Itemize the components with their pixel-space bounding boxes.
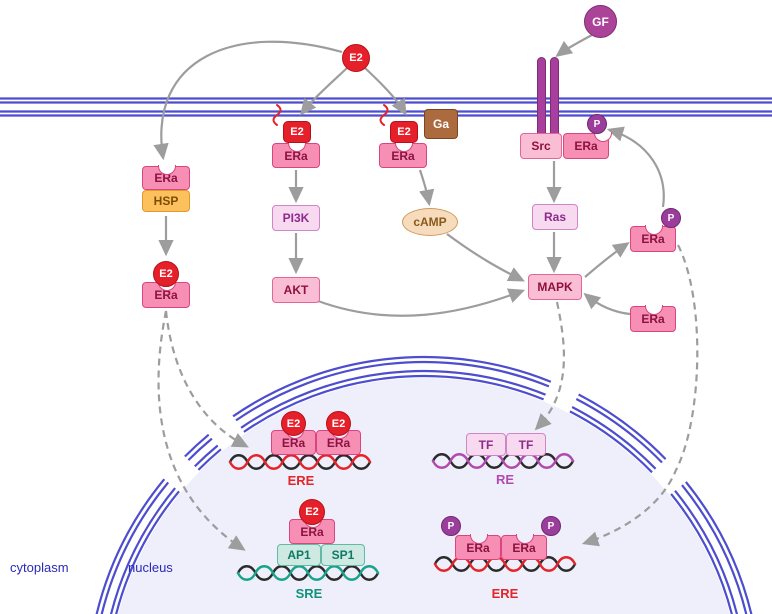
gf-receptor-bar-right — [550, 57, 559, 135]
growth-factor: GF — [584, 5, 617, 38]
re-label: RE — [495, 472, 515, 487]
ere-label-lower: ERE — [491, 586, 519, 601]
era-box-pi3k-pathway: ERa — [272, 142, 320, 168]
era-box-phosphorylated: ERa — [630, 225, 676, 252]
tf-box-left: TF — [466, 433, 506, 456]
e2-ligand-pi3k-pathway: E2 — [283, 121, 311, 143]
e2-ligand-sre: E2 — [299, 499, 325, 525]
e2-ligand-camp-pathway: E2 — [390, 121, 418, 143]
e2-ligand-main: E2 — [342, 44, 370, 72]
era-box-hsp-complex: ERa — [142, 165, 190, 190]
phospho-badge-right: P — [661, 208, 681, 228]
phospho-badge-dimer-left: P — [441, 516, 461, 536]
gf-receptor-bar-left — [537, 57, 546, 135]
cytoplasm-label: cytoplasm — [10, 560, 69, 575]
era-box-phospho-dimer-right: ERa — [501, 534, 547, 560]
era-box-free: ERa — [630, 305, 676, 332]
ras-box: Ras — [532, 204, 578, 230]
e2-ligand-ere-right: E2 — [326, 411, 351, 436]
sre-label: SRE — [295, 586, 323, 601]
camp-ellipse: cAMP — [402, 208, 458, 236]
era-box-membrane-complex: ERa — [563, 132, 612, 159]
era-box-camp-pathway: ERa — [379, 142, 427, 168]
sp1-box: SP1 — [321, 544, 365, 566]
hsp-box: HSP — [142, 190, 190, 212]
mapk-box: MAPK — [528, 274, 582, 300]
tf-box-right: TF — [506, 433, 546, 456]
era-box-phospho-dimer-left: ERa — [455, 534, 501, 560]
e2-ligand-ere-left: E2 — [281, 411, 306, 436]
phospho-badge-dimer-right: P — [541, 516, 561, 536]
pi3k-box: PI3K — [272, 205, 320, 231]
phospho-badge-membrane: P — [587, 114, 607, 134]
akt-box: AKT — [272, 277, 320, 303]
e2-ligand-left-complex: E2 — [153, 261, 179, 287]
g-alpha-box: Ga — [424, 109, 458, 139]
ap1-box: AP1 — [277, 544, 321, 566]
ere-label-upper: ERE — [287, 473, 315, 488]
src-box: Src — [520, 133, 562, 159]
nucleus-label: nucleus — [128, 560, 173, 575]
